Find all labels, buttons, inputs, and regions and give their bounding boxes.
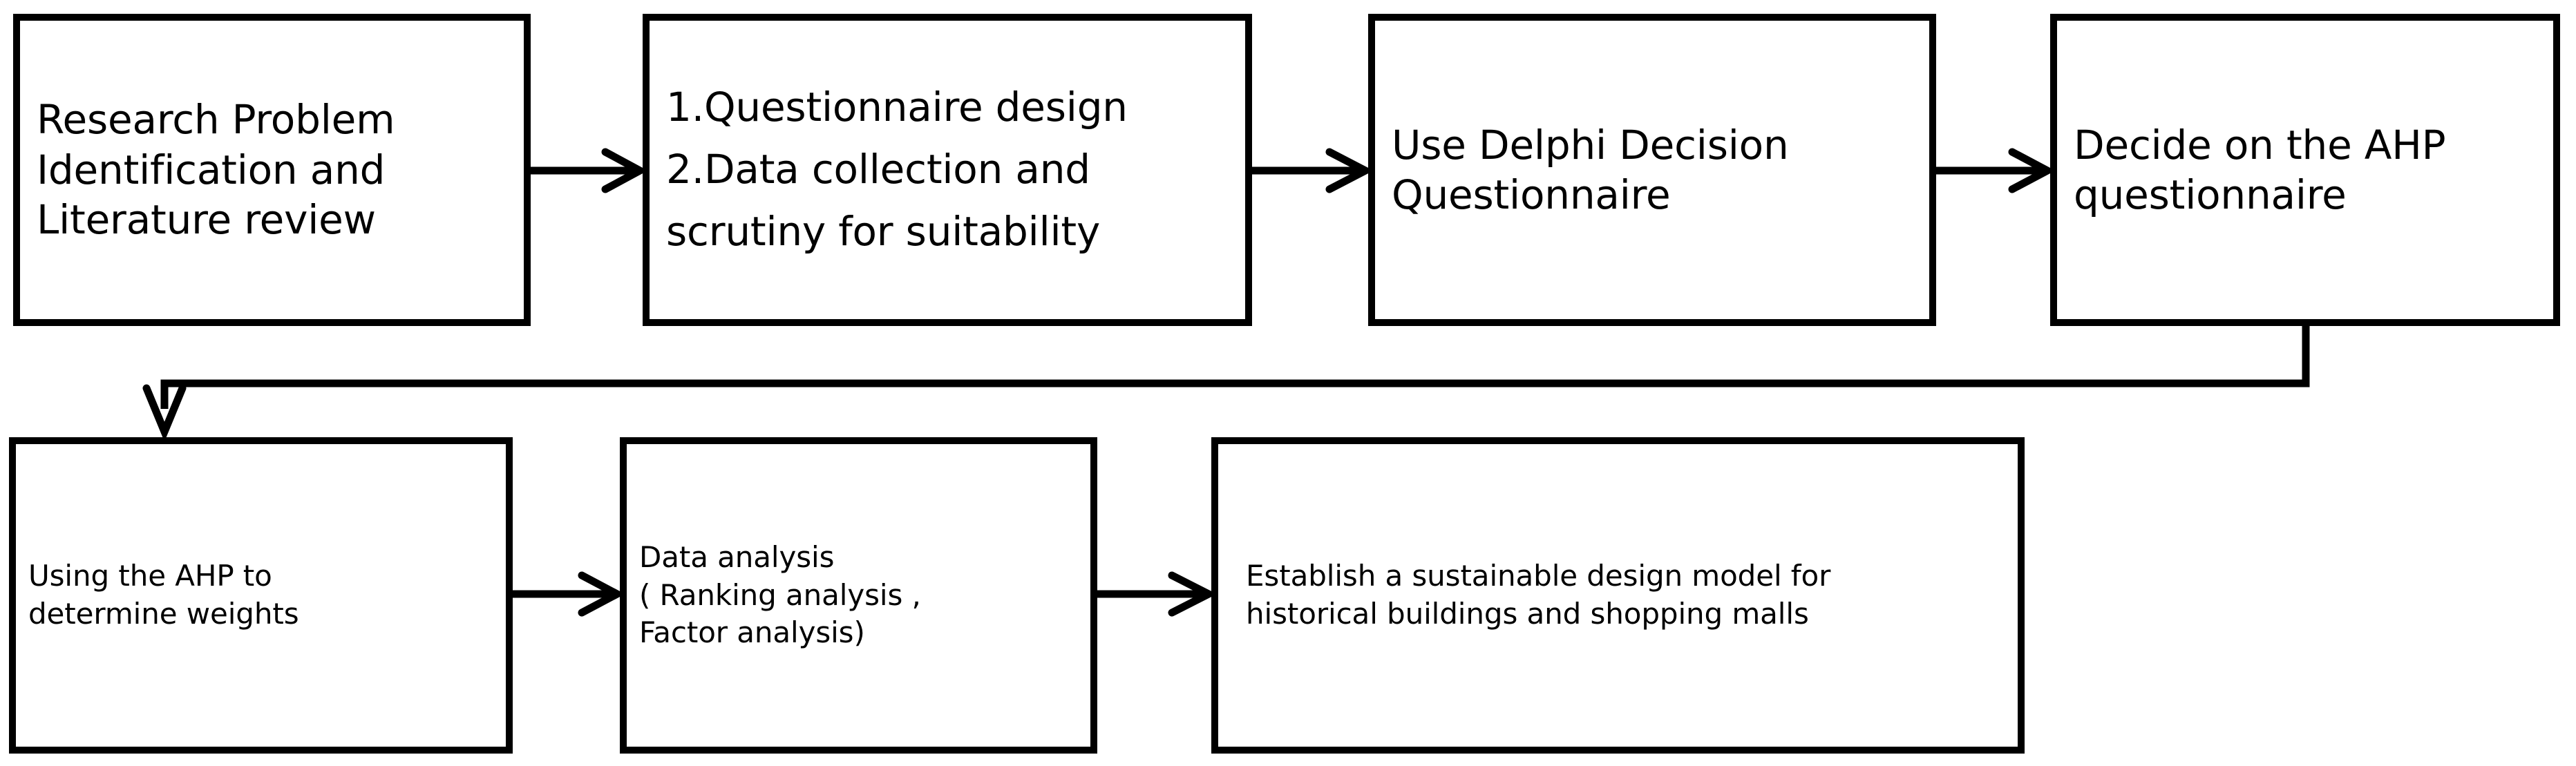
flow-node-data-analysis-label: Data analysis ( Ranking analysis , Facto… <box>639 540 921 650</box>
flow-node-sustainable-design-model-label: Establish a sustainable design model for… <box>1246 559 1831 631</box>
flow-node-ahp-decision[interactable]: Decide on the AHP questionnaire <box>2050 14 2560 326</box>
flow-node-sustainable-design-model[interactable]: Establish a sustainable design model for… <box>1211 437 2025 754</box>
arrow-right-icon-data-analysis-to-model <box>1097 570 1215 618</box>
flow-node-delphi-questionnaire-label: Use Delphi Decision Questionnaire <box>1392 121 1789 219</box>
flow-node-research-problem[interactable]: Research Problem Identification and Lite… <box>13 14 531 326</box>
flow-node-ahp-weights-label: Using the AHP to determine weights <box>28 559 299 631</box>
flow-node-research-problem-label: Research Problem Identification and Lite… <box>37 96 395 244</box>
arrow-right-icon-delphi-to-ahp-decision <box>1936 146 2054 195</box>
flow-node-data-analysis[interactable]: Data analysis ( Ranking analysis , Facto… <box>620 437 1097 754</box>
flow-node-ahp-decision-label: Decide on the AHP questionnaire <box>2074 121 2446 219</box>
arrow-right-icon-research-to-questionnaire <box>531 146 647 195</box>
flow-node-ahp-weights[interactable]: Using the AHP to determine weights <box>9 437 513 754</box>
flow-node-delphi-questionnaire[interactable]: Use Delphi Decision Questionnaire <box>1368 14 1936 326</box>
arrow-down-icon-ahp-decision-to-ahp-weights <box>131 319 2329 440</box>
flow-node-questionnaire-design-label: 1.Questionnaire design 2.Data collection… <box>666 84 1128 255</box>
arrow-right-icon-questionnaire-to-delphi <box>1252 146 1372 195</box>
flow-node-questionnaire-design[interactable]: 1.Questionnaire design 2.Data collection… <box>643 14 1252 326</box>
arrow-right-icon-ahp-weights-to-data-analysis <box>513 570 624 618</box>
